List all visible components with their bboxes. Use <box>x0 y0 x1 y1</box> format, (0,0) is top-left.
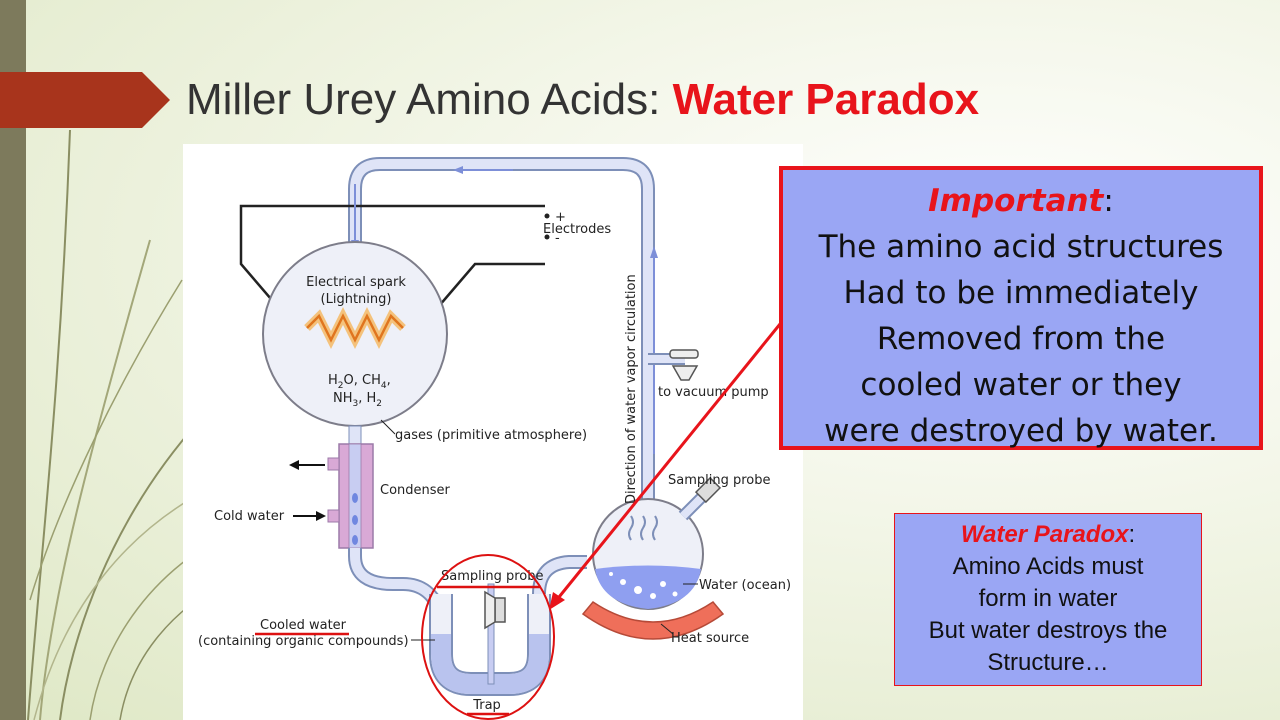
paradox-line-1: Amino Acids must <box>952 553 1144 580</box>
paradox-heading-line: Water Paradox: <box>895 519 1201 551</box>
grass-decoration <box>27 129 261 720</box>
title-prefix: Miller Urey Amino Acids: <box>186 75 673 124</box>
flow-arrow-head-right <box>650 246 658 258</box>
steam-icon <box>652 515 658 541</box>
electrodes-label: Electrodes <box>543 222 611 237</box>
steam-icon <box>640 515 646 541</box>
title-arrow-decoration <box>0 72 170 128</box>
sampling-probe-right-label: Sampling probe <box>668 473 771 488</box>
spark-label: Electrical spark <box>306 275 406 290</box>
heat-source <box>581 601 725 640</box>
gases-leader-line <box>380 419 396 435</box>
important-heading-line: Important: <box>783 178 1259 224</box>
sampling-probe-valve-icon <box>494 597 506 623</box>
circulation-label: Direction of water vapor circulation <box>624 274 639 504</box>
callout-arrow-head <box>549 592 565 610</box>
important-line-2: Had to be immediately <box>843 275 1199 311</box>
electrode-terminal-minus <box>544 234 550 240</box>
paradox-line-2: form in water <box>978 585 1118 612</box>
return-tube <box>350 159 653 534</box>
important-line-3: Removed from the <box>876 321 1166 357</box>
important-heading: Important <box>928 183 1104 219</box>
important-line-4: cooled water or they <box>860 367 1182 403</box>
trap-label: Trap <box>472 698 501 713</box>
cooled-water-label: Cooled water <box>260 618 347 633</box>
paradox-heading: Water Paradox <box>960 521 1129 548</box>
water-drop-icon <box>352 515 358 525</box>
electrode-plus-label: + <box>555 210 566 225</box>
ocean-water <box>595 565 701 609</box>
electrode-terminal-plus <box>544 213 550 219</box>
important-callout-box: Important: The amino acid structures Had… <box>779 166 1263 450</box>
flow-arrow-head-top <box>453 166 463 174</box>
callout-arrow <box>553 307 795 603</box>
water-drop-icon <box>352 493 358 503</box>
gases-label: gases (primitive atmosphere) <box>395 428 587 443</box>
lightning-label: (Lightning) <box>321 292 392 307</box>
important-line-5: were destroyed by water. <box>824 413 1218 449</box>
miller-urey-diagram-panel: + - Electrodes Electrical spark (Lightni… <box>183 144 803 720</box>
condenser-label: Condenser <box>380 483 451 498</box>
organic-compounds-label: (containing organic compounds) <box>198 634 409 649</box>
vacuum-pump-label: to vacuum pump <box>658 385 769 400</box>
electrode-minus-label: - <box>555 231 560 246</box>
cold-water-label: Cold water <box>214 509 285 524</box>
trap-highlight-circle <box>421 554 555 720</box>
title-highlight: Water Paradox <box>672 75 980 124</box>
paradox-line-3: But water destroys the <box>928 617 1168 644</box>
slide-title: Miller Urey Amino Acids: Water Paradox <box>186 70 979 130</box>
electrical-spark-icon <box>306 313 404 343</box>
miller-urey-apparatus: + - Electrodes Electrical spark (Lightni… <box>198 157 795 720</box>
trap-probe-stem <box>487 583 495 685</box>
paradox-heading-suffix: : <box>1128 521 1136 548</box>
heat-source-label: Heat source <box>671 631 749 646</box>
water-paradox-box: Water Paradox: Amino Acids must form in … <box>894 513 1202 686</box>
steam-icon <box>628 515 634 541</box>
vacuum-valve-icon <box>671 365 699 381</box>
gases-formula-line2: NH3, H2 <box>333 391 382 409</box>
paradox-line-4: Structure… <box>987 649 1109 676</box>
water-ocean-label: Water (ocean) <box>699 578 791 593</box>
electrode-wire-left <box>239 204 545 328</box>
gases-formula-line1: H2O, CH4, <box>328 373 391 391</box>
important-heading-suffix: : <box>1103 183 1114 219</box>
sampling-probe-right-valve-icon <box>694 476 722 504</box>
sampling-probe-left-label: Sampling probe <box>441 569 544 584</box>
important-line-1: The amino acid structures <box>818 229 1224 265</box>
water-drop-icon <box>352 535 358 545</box>
